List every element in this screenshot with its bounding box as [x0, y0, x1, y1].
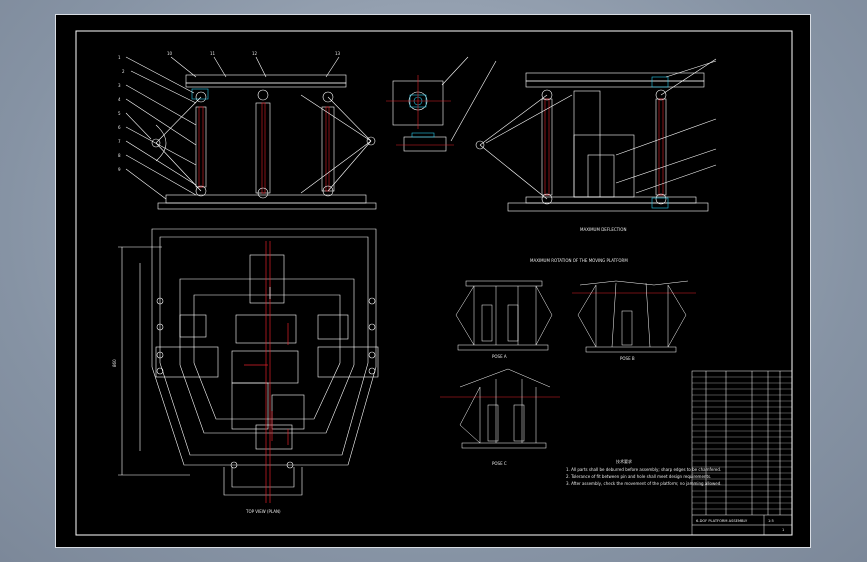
svg-text:12: 12 [252, 51, 258, 56]
title-block-sheet: 1 [782, 528, 784, 532]
pose-label-c: POSE C [492, 461, 507, 466]
svg-text:4: 4 [118, 97, 121, 102]
svg-text:9: 9 [118, 167, 121, 172]
svg-text:3: 3 [118, 83, 121, 88]
svg-text:2: 2 [122, 69, 125, 74]
plan-view [118, 228, 379, 496]
motion-header: MAXIMUM ROTATION OF THE MOVING PLATFORM [530, 258, 628, 263]
plan-dim-height: 860 [112, 359, 117, 367]
inner-frame [75, 30, 793, 536]
technical-notes: 技术要求 1. All parts shall be deburred befo… [566, 458, 722, 486]
pose-diagram-a [455, 280, 553, 351]
detail-view [386, 56, 497, 152]
title-block-scale: 1:5 [768, 519, 774, 523]
svg-text:13: 13 [335, 51, 341, 56]
plan-centerlines [244, 241, 289, 503]
side-view-title: MAXIMUM DEFLECTION [580, 227, 626, 232]
pose-label-a: POSE A [492, 354, 507, 359]
svg-text:8: 8 [118, 153, 121, 158]
svg-text:6: 6 [118, 125, 121, 130]
notes-line-2: 2. Tolerance of fit between pin and hole… [566, 474, 711, 479]
title-block-name: 6-DOF PLATFORM ASSEMBLY [696, 519, 748, 523]
svg-text:7: 7 [118, 139, 121, 144]
pose-diagram-c [440, 368, 560, 449]
side-view [475, 58, 717, 212]
notes-line-1: 1. All parts shall be deburred before as… [566, 467, 721, 472]
parts-list-rows [692, 376, 792, 510]
pose-label-b: POSE B [620, 356, 635, 361]
pose-diagram-b [572, 280, 696, 353]
notes-heading: 技术要求 [616, 458, 632, 464]
plan-view-title: TOP VIEW (PLAN) [245, 509, 281, 514]
svg-text:11: 11 [210, 51, 216, 56]
parts-list [691, 370, 793, 536]
svg-text:1: 1 [118, 55, 121, 60]
svg-text:10: 10 [167, 51, 173, 56]
svg-text:5: 5 [118, 111, 121, 116]
front-view [125, 56, 377, 210]
notes-line-3: 3. After assembly, check the movement of… [566, 481, 722, 486]
